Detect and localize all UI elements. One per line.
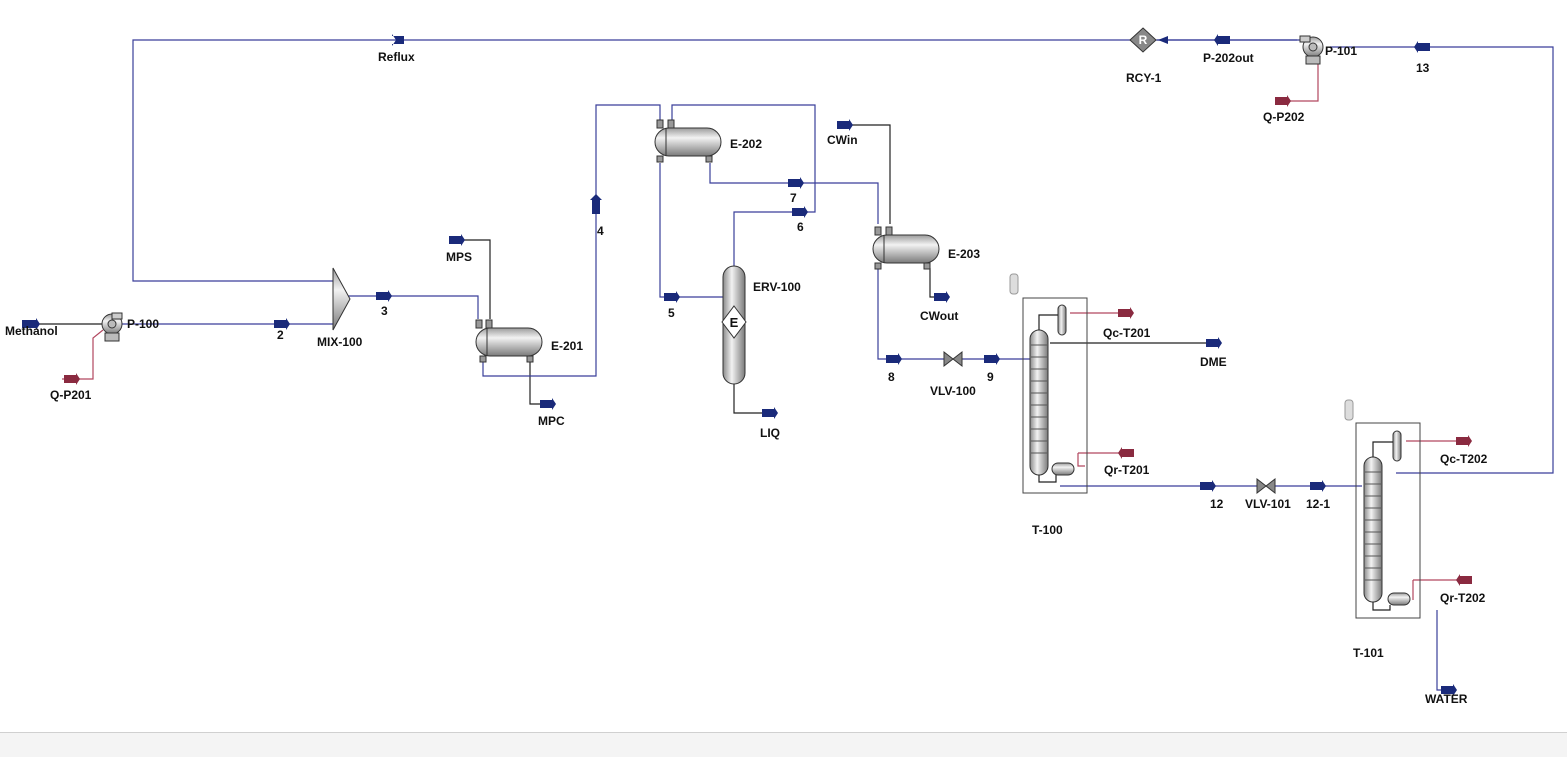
label-p100: P-100 (127, 317, 159, 331)
label-methanol: Methanol (5, 324, 58, 338)
label-stream-5: 5 (668, 306, 675, 320)
label-vlv101: VLV-101 (1245, 497, 1291, 511)
label-p202out: P-202out (1203, 51, 1254, 65)
label-qc-t201: Qc-T201 (1103, 326, 1151, 340)
label-stream-3: 3 (381, 304, 388, 318)
arrow-liq[interactable] (762, 407, 778, 419)
arrow-mpc[interactable] (540, 398, 556, 410)
label-mpc: MPC (538, 414, 565, 428)
label-stream-8: 8 (888, 370, 895, 384)
heat-exchanger-e202[interactable] (654, 119, 722, 163)
arrow-rcy-out[interactable] (1158, 36, 1168, 44)
recycle-symbol-label: R (1139, 33, 1148, 47)
label-dme: DME (1200, 355, 1227, 369)
arrow-stream-3[interactable] (376, 290, 392, 302)
label-p101: P-101 (1325, 44, 1357, 58)
reactor-symbol-label: E (730, 315, 739, 330)
stream-mpc-line[interactable] (529, 362, 555, 405)
reactor-erv100[interactable]: E (721, 265, 747, 385)
label-reflux: Reflux (378, 50, 415, 64)
arrow-dme[interactable] (1206, 337, 1222, 349)
label-qr-t202: Qr-T202 (1440, 591, 1486, 605)
label-e201: E-201 (551, 339, 583, 353)
stream-6-line[interactable] (671, 104, 816, 268)
arrow-water[interactable] (1441, 684, 1457, 696)
energy-q-p202-line[interactable] (1275, 60, 1319, 102)
stream-5-line[interactable] (659, 163, 724, 298)
arrow-stream-6[interactable] (792, 206, 808, 218)
column-t101[interactable] (1355, 422, 1421, 619)
arrow-stream-2[interactable] (274, 318, 290, 330)
label-t100: T-100 (1032, 523, 1063, 537)
arrow-qc-t201[interactable] (1118, 307, 1134, 319)
arrow-mps[interactable] (449, 234, 465, 246)
arrow-stream-13[interactable] (1414, 41, 1430, 53)
label-stream-12-1: 12-1 (1306, 497, 1330, 511)
stream-reflux-line[interactable] (132, 39, 1300, 282)
label-stream-6: 6 (797, 220, 804, 234)
arrow-qr-t201[interactable] (1118, 447, 1134, 459)
stream-cwin-line[interactable] (837, 124, 891, 224)
label-stream-4: 4 (597, 224, 604, 238)
stream-13-line[interactable] (1330, 46, 1554, 474)
label-stream-12: 12 (1210, 497, 1224, 511)
label-mix100: MIX-100 (317, 335, 363, 349)
label-stream-2: 2 (277, 328, 284, 342)
arrow-stream-5[interactable] (664, 291, 680, 303)
arrow-q-p202[interactable] (1275, 95, 1291, 107)
arrow-stream-12-1[interactable] (1310, 480, 1326, 492)
label-qc-t202: Qc-T202 (1440, 452, 1488, 466)
t100-indicator (1009, 273, 1019, 295)
label-e202: E-202 (730, 137, 762, 151)
label-vlv100: VLV-100 (930, 384, 976, 398)
stream-water-line[interactable] (1436, 610, 1455, 691)
stream-8-line[interactable] (877, 268, 945, 360)
arrow-methanol[interactable] (22, 318, 40, 330)
stream-4-line[interactable] (482, 104, 661, 377)
stream-cwout-line[interactable] (929, 268, 948, 298)
label-q-p201: Q-P201 (50, 388, 92, 402)
label-water: WATER (1425, 692, 1468, 706)
heat-exchanger-e201[interactable] (475, 319, 543, 363)
arrow-stream-8[interactable] (886, 353, 902, 365)
label-t101: T-101 (1353, 646, 1384, 660)
mixer-mix100[interactable] (332, 267, 351, 331)
label-mps: MPS (446, 250, 472, 264)
arrow-reflux[interactable] (392, 34, 404, 46)
arrow-stream-12[interactable] (1200, 480, 1216, 492)
t101-indicator (1344, 399, 1354, 421)
label-erv100: ERV-100 (753, 280, 801, 294)
pump-p101[interactable] (1299, 35, 1324, 65)
arrow-stream-4[interactable] (590, 194, 602, 214)
label-stream-9: 9 (987, 370, 994, 384)
arrow-p202out[interactable] (1214, 34, 1230, 46)
status-bar (0, 732, 1567, 757)
label-cwout: CWout (920, 309, 958, 323)
stream-liq-line[interactable] (733, 382, 776, 414)
label-e203: E-203 (948, 247, 980, 261)
stream-3-line[interactable] (348, 295, 479, 319)
valve-vlv100[interactable] (943, 350, 963, 368)
label-liq: LIQ (760, 426, 780, 440)
arrow-stream-9[interactable] (984, 353, 1000, 365)
energy-q-p201-line[interactable] (62, 329, 104, 380)
arrow-cwin[interactable] (837, 119, 853, 131)
label-cwin: CWin (827, 133, 858, 147)
pump-p100[interactable] (101, 312, 123, 342)
label-rcy1: RCY-1 (1126, 71, 1162, 85)
label-stream-13: 13 (1416, 61, 1430, 75)
arrow-cwout[interactable] (934, 291, 950, 303)
label-qr-t201: Qr-T201 (1104, 463, 1150, 477)
arrow-qc-t202[interactable] (1456, 435, 1472, 447)
arrow-q-p201[interactable] (64, 373, 80, 385)
label-stream-7: 7 (790, 191, 797, 205)
arrow-stream-7[interactable] (788, 177, 804, 189)
arrow-qr-t202[interactable] (1456, 574, 1472, 586)
label-q-p202: Q-P202 (1263, 110, 1305, 124)
valve-vlv101[interactable] (1256, 477, 1276, 495)
heat-exchanger-e203[interactable] (872, 226, 940, 270)
column-t100[interactable] (1022, 297, 1088, 494)
recycle-rcy1[interactable]: R (1129, 27, 1157, 53)
